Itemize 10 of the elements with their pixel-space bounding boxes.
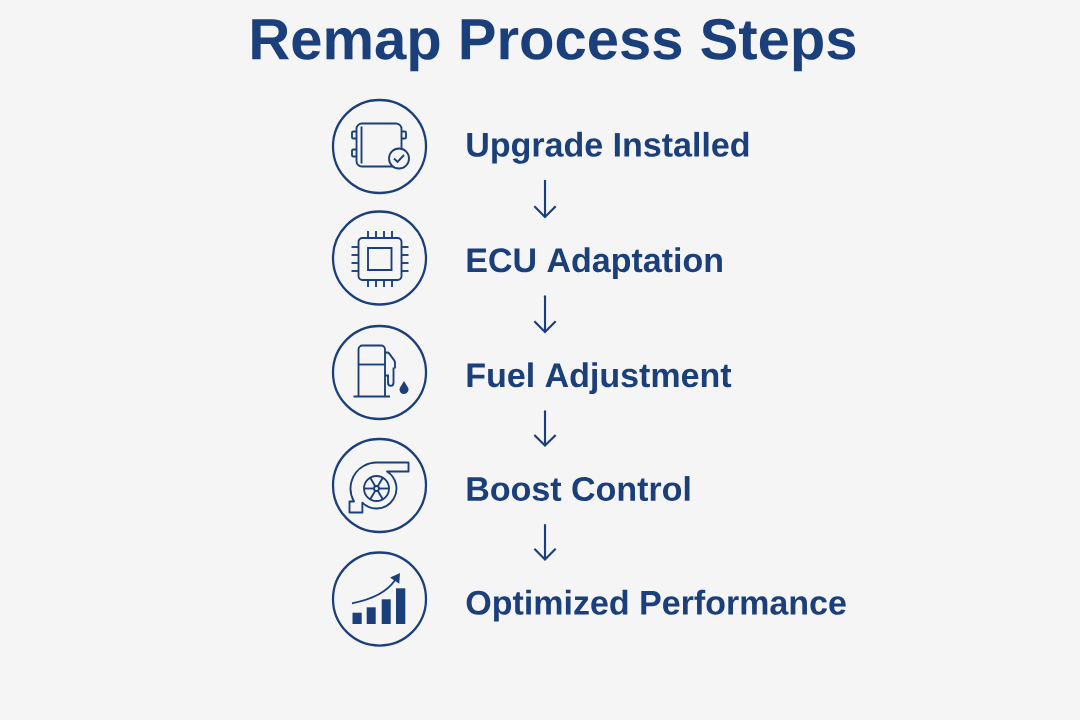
arrow: [533, 523, 557, 561]
title: Remap Process Steps: [252, 18, 856, 72]
step-label: Fuel Adjustment: [467, 362, 732, 395]
step-label: Boost Control: [467, 476, 690, 502]
step-label: ECU Adaptation: [467, 247, 722, 280]
arrow: [533, 179, 557, 219]
step-label: Optimized Performance: [466, 589, 846, 622]
arrow: [533, 295, 557, 334]
arrow: [533, 410, 557, 448]
step-label: Upgrade Installed: [467, 131, 749, 164]
